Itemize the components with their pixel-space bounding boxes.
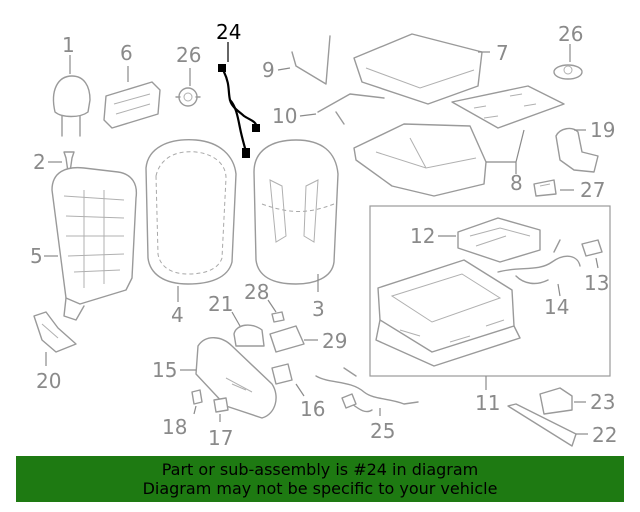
- callout-15: 15: [152, 358, 177, 382]
- callout-6: 6: [120, 41, 133, 65]
- part-20-trim: [33, 311, 77, 366]
- part-24-wire-harness: [218, 42, 260, 158]
- callout-20: 20: [36, 369, 61, 393]
- callout-7: 7: [496, 41, 509, 65]
- part-17-knob: [213, 397, 229, 422]
- part-12-track-bracket: [438, 217, 541, 263]
- part-13-module: [581, 239, 603, 269]
- part-3-seatback-cover: [253, 139, 339, 292]
- part-29-bracket: [269, 325, 318, 353]
- callout-26-right: 26: [558, 22, 583, 46]
- part-23-cover: [539, 387, 586, 415]
- part-1-headrest: [52, 55, 91, 137]
- callout-23: 23: [590, 390, 615, 414]
- callout-18: 18: [162, 415, 187, 439]
- part-21-bezel: [231, 311, 265, 347]
- part-6-bracket: [103, 66, 161, 129]
- part-mat: [451, 85, 565, 129]
- callout-13: 13: [584, 271, 609, 295]
- callout-12: 12: [410, 224, 435, 248]
- callout-25: 25: [370, 419, 395, 443]
- callout-11: 11: [475, 391, 500, 415]
- callout-26-left: 26: [176, 43, 201, 67]
- part-26-actuator-left: [175, 68, 201, 107]
- diagram-note-banner: Part or sub-assembly is #24 in diagram D…: [16, 456, 624, 502]
- callout-5: 5: [30, 244, 43, 268]
- part-4-seatback-pad: [145, 139, 237, 302]
- callout-21: 21: [208, 292, 233, 316]
- callout-24: 24: [216, 20, 241, 44]
- callout-4: 4: [171, 303, 184, 327]
- part-22-rail-cover: [507, 403, 588, 447]
- callout-29: 29: [322, 329, 347, 353]
- callout-19: 19: [590, 118, 615, 142]
- part-25-harness: [315, 367, 419, 416]
- part-7-cushion-pad: [353, 33, 490, 105]
- part-10-rod: [299, 93, 385, 125]
- callout-28: 28: [244, 280, 269, 304]
- callout-16: 16: [300, 397, 325, 421]
- callout-3: 3: [312, 297, 325, 321]
- banner-line-2: Diagram may not be specific to your vehi…: [142, 479, 498, 498]
- callout-22: 22: [592, 423, 617, 447]
- part-16-switch: [271, 363, 305, 397]
- part-28-clip: [267, 299, 285, 323]
- part-8-cushion-cover: [353, 123, 525, 197]
- callout-9: 9: [262, 58, 275, 82]
- part-26-actuator-right: [553, 44, 583, 80]
- callout-10: 10: [272, 104, 297, 128]
- callout-2: 2: [33, 150, 46, 174]
- callout-1: 1: [62, 33, 75, 57]
- callout-14: 14: [544, 295, 569, 319]
- part-15-side-shield: [180, 337, 277, 419]
- part-5-seatback-frame: [44, 166, 138, 321]
- parts-diagram: 1 2 5 6 26 24: [30, 20, 617, 450]
- seat-track-frame: [375, 259, 521, 367]
- assembly-box-11: [369, 205, 611, 377]
- callout-27: 27: [580, 178, 605, 202]
- callout-17: 17: [208, 426, 233, 450]
- callout-8: 8: [510, 171, 523, 195]
- part-19-side-cover: [555, 127, 599, 173]
- part-9-wire-rod: [277, 35, 331, 85]
- part-27-switch: [533, 179, 574, 197]
- banner-line-1: Part or sub-assembly is #24 in diagram: [161, 460, 479, 479]
- part-18-knob: [191, 389, 203, 415]
- part-14-track-harness: [497, 239, 581, 297]
